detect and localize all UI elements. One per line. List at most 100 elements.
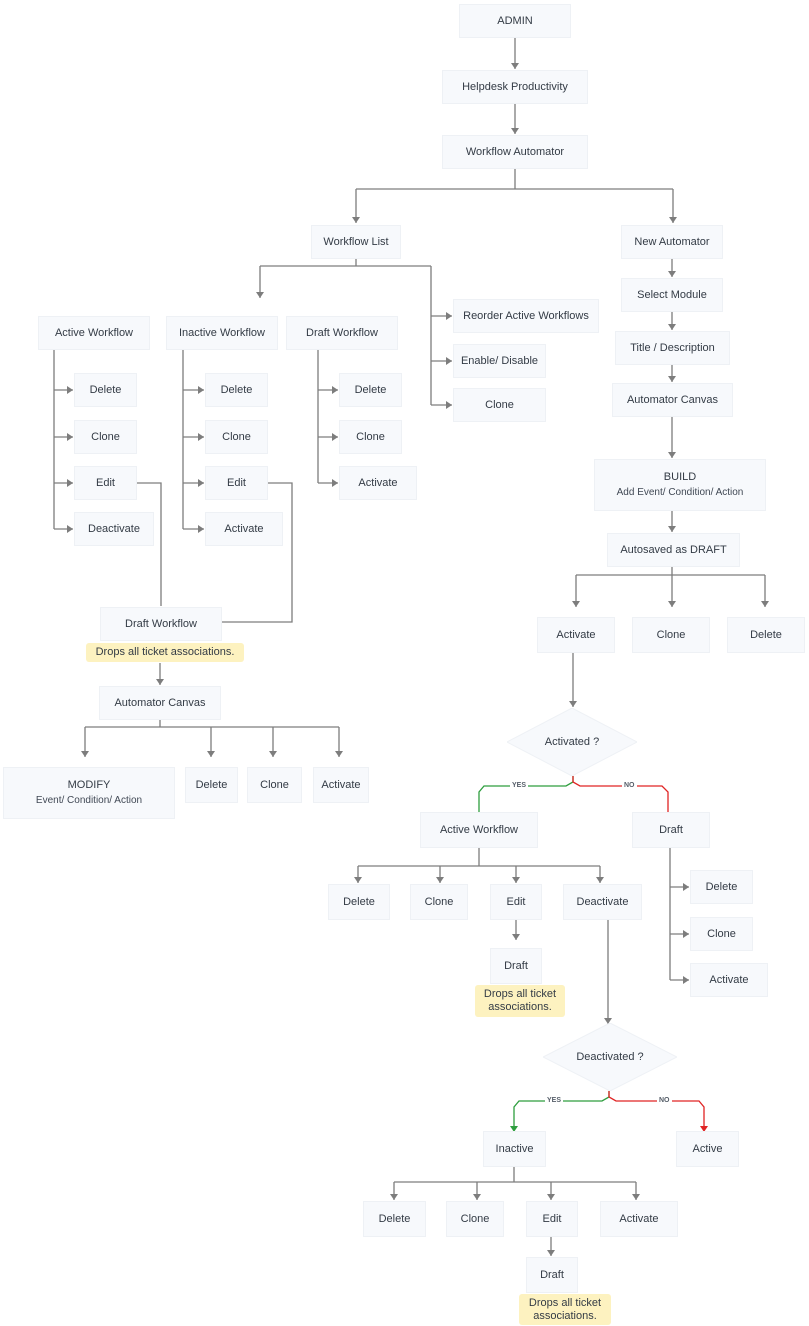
autosaved-draft-node: Autosaved as DRAFT bbox=[607, 533, 740, 567]
activated-yes-label: YES bbox=[510, 781, 529, 790]
arrowhead bbox=[198, 386, 204, 394]
autosaved-delete-node: Delete bbox=[727, 617, 805, 653]
arrowhead bbox=[446, 357, 452, 365]
arrowhead bbox=[572, 601, 580, 607]
active-deactivate-node: Deactivate bbox=[74, 512, 154, 546]
arrowhead bbox=[256, 292, 264, 298]
arrowhead bbox=[569, 701, 577, 707]
arrowhead bbox=[332, 433, 338, 441]
inactive-edit-draft-node: Draft bbox=[526, 1257, 578, 1293]
left-automator-canvas-node: Automator Canvas bbox=[99, 686, 221, 720]
arrowhead bbox=[761, 601, 769, 607]
helpdesk-productivity-node: Helpdesk Productivity bbox=[442, 70, 588, 104]
inactive-clone-node: Clone bbox=[205, 420, 268, 454]
deactivated-yes-label: YES bbox=[545, 1096, 564, 1105]
inactive-delete-node: Delete bbox=[205, 373, 268, 407]
right-draft-activate-node: Activate bbox=[690, 963, 768, 997]
right-active-drops-associations-note: Drops all ticket associations. bbox=[475, 985, 565, 1017]
arrowhead bbox=[683, 976, 689, 984]
arrowhead bbox=[700, 1126, 708, 1132]
connector-line bbox=[222, 482, 293, 623]
title-description-node: Title / Description bbox=[615, 331, 730, 365]
draft-activate-node: Activate bbox=[339, 466, 417, 500]
right-active-workflow-node: Active Workflow bbox=[420, 812, 538, 848]
workflow-list-node: Workflow List bbox=[311, 225, 401, 259]
arrowhead bbox=[683, 883, 689, 891]
inactive-activate-bottom-node: Activate bbox=[600, 1201, 678, 1237]
autosaved-activate-node: Activate bbox=[537, 617, 615, 653]
arrowhead bbox=[332, 479, 338, 487]
arrowhead bbox=[668, 526, 676, 532]
arrowhead bbox=[668, 601, 676, 607]
inactive-workflow-node: Inactive Workflow bbox=[166, 316, 278, 350]
arrowhead bbox=[446, 401, 452, 409]
arrowhead bbox=[198, 479, 204, 487]
deactivated-no-label: NO bbox=[657, 1096, 672, 1105]
build-subtitle: Add Event/ Condition/ Action bbox=[616, 487, 744, 498]
arrowhead bbox=[669, 217, 677, 223]
list-clone-node: Clone bbox=[453, 388, 546, 422]
arrowhead bbox=[668, 324, 676, 330]
arrowhead bbox=[512, 934, 520, 940]
deactivated-decision: Deactivated ? bbox=[543, 1023, 677, 1091]
right-active-edit-node: Edit bbox=[490, 884, 542, 920]
arrowhead bbox=[511, 128, 519, 134]
modify-title: MODIFY bbox=[67, 779, 111, 791]
enable-disable-node: Enable/ Disable bbox=[453, 344, 546, 378]
arrowhead bbox=[604, 1018, 612, 1024]
automator-canvas-node: Automator Canvas bbox=[612, 383, 733, 417]
arrowhead bbox=[198, 525, 204, 533]
arrowhead bbox=[352, 217, 360, 223]
inactive-delete-bottom-node: Delete bbox=[363, 1201, 426, 1237]
right-active-delete-node: Delete bbox=[328, 884, 390, 920]
arrowhead bbox=[67, 433, 73, 441]
arrowhead bbox=[596, 877, 604, 883]
arrowhead bbox=[332, 386, 338, 394]
arrowhead bbox=[156, 679, 164, 685]
active-delete-node: Delete bbox=[74, 373, 137, 407]
left-draft-workflow-node: Draft Workflow bbox=[100, 607, 222, 641]
arrowhead bbox=[67, 525, 73, 533]
modify-clone-node: Clone bbox=[247, 767, 302, 803]
left-drops-associations-note: Drops all ticket associations. bbox=[86, 643, 244, 662]
inactive-edit-node: Edit bbox=[205, 466, 268, 500]
arrowhead bbox=[390, 1194, 398, 1200]
modify-activate-node: Activate bbox=[313, 767, 369, 803]
activated-decision-label: Activated ? bbox=[544, 736, 600, 748]
arrowhead bbox=[67, 479, 73, 487]
activated-decision: Activated ? bbox=[507, 708, 637, 776]
arrowhead bbox=[547, 1194, 555, 1200]
workflow-automator-node: Workflow Automator bbox=[442, 135, 588, 169]
arrowhead bbox=[547, 1250, 555, 1256]
active-node: Active bbox=[676, 1131, 739, 1167]
arrowhead bbox=[446, 312, 452, 320]
right-draft-delete-node: Delete bbox=[690, 870, 753, 904]
arrowhead bbox=[473, 1194, 481, 1200]
right-draft-clone-node: Clone bbox=[690, 917, 753, 951]
build-node: BUILD Add Event/ Condition/ Action bbox=[594, 459, 766, 511]
build-title: BUILD bbox=[663, 471, 697, 483]
connector-line bbox=[137, 482, 162, 606]
arrowhead bbox=[335, 751, 343, 757]
deactivated-decision-label: Deactivated ? bbox=[576, 1051, 644, 1063]
arrowhead bbox=[207, 751, 215, 757]
draft-delete-node: Delete bbox=[339, 373, 402, 407]
arrowhead bbox=[668, 376, 676, 382]
arrowhead bbox=[81, 751, 89, 757]
right-draft-node: Draft bbox=[632, 812, 710, 848]
active-workflow-node: Active Workflow bbox=[38, 316, 150, 350]
active-edit-node: Edit bbox=[74, 466, 137, 500]
inactive-node: Inactive bbox=[483, 1131, 546, 1167]
arrowhead bbox=[668, 271, 676, 277]
inactive-drops-associations-note: Drops all ticket associations. bbox=[519, 1294, 611, 1325]
right-active-deactivate-node: Deactivate bbox=[563, 884, 642, 920]
inactive-edit-bottom-node: Edit bbox=[526, 1201, 578, 1237]
arrowhead bbox=[683, 930, 689, 938]
arrowhead bbox=[632, 1194, 640, 1200]
inactive-clone-bottom-node: Clone bbox=[446, 1201, 504, 1237]
reorder-active-workflows-node: Reorder Active Workflows bbox=[453, 299, 599, 333]
modify-delete-node: Delete bbox=[185, 767, 238, 803]
no-branch-line bbox=[572, 776, 669, 817]
activated-no-label: NO bbox=[622, 781, 637, 790]
